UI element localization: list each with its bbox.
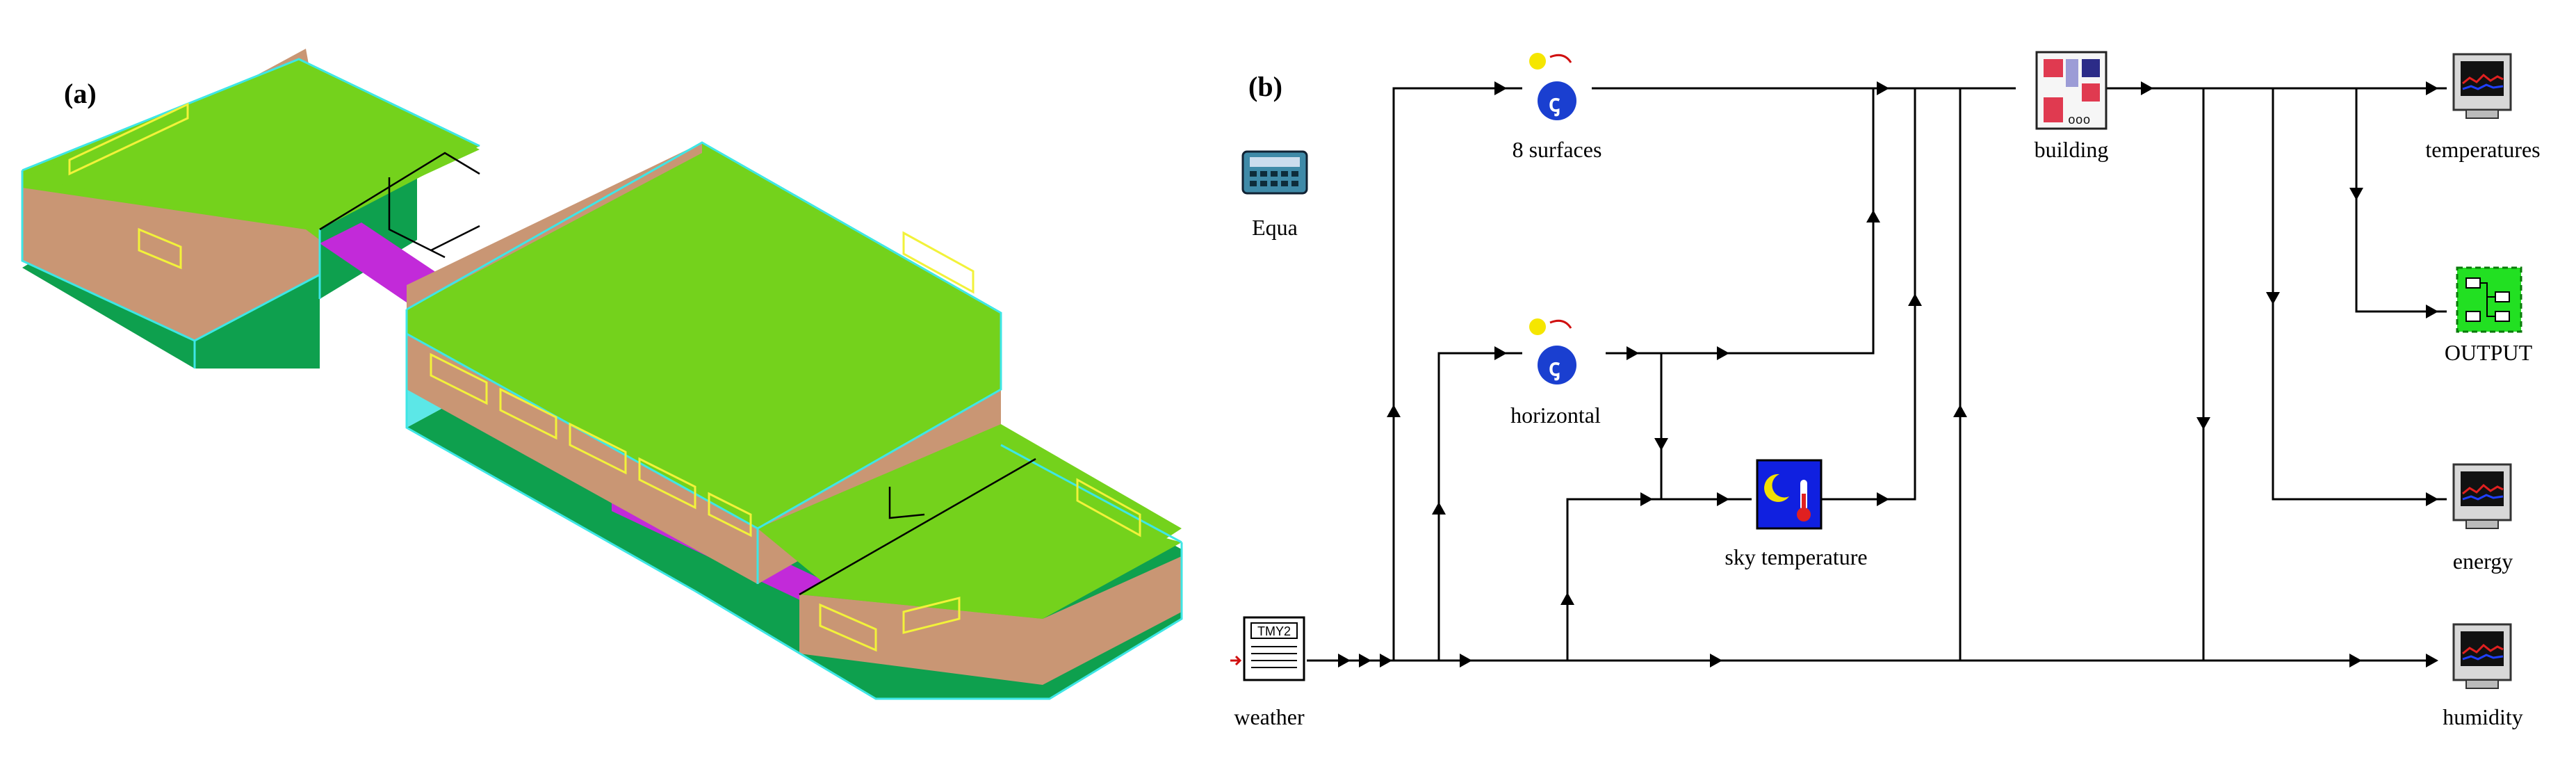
monitor-plot-icon [2452, 623, 2512, 689]
block-left-roof-top [22, 61, 480, 229]
monitor-plot-icon [2452, 53, 2512, 119]
block-right-roof-2 [799, 490, 1182, 619]
label-building: building [2035, 137, 2109, 162]
block-main-front-wall-tan [407, 334, 758, 584]
label-equa: Equa [1252, 215, 1298, 240]
wire-building-energy [2272, 88, 2447, 501]
block-main-roof [407, 143, 1001, 528]
weather-data-icon: TMY2 [1230, 616, 1305, 681]
label-temperatures: temperatures [2425, 137, 2540, 162]
label-humidity: humidity [2443, 704, 2523, 729]
wires [1307, 87, 2447, 662]
building-edges [21, 58, 1183, 700]
wire-horizontal-building [1606, 88, 1875, 355]
label-8-surfaces: 8 surfaces [1513, 137, 1602, 162]
building-floorplan-icon: ooo [2035, 51, 2108, 130]
component-8-surfaces[interactable]: ꞔ 8 surfaces [1513, 53, 1602, 162]
panel-a-label: (a) [64, 78, 97, 109]
component-building[interactable]: ooo building [2035, 51, 2109, 162]
wire-weather-horizontal [1437, 352, 1522, 661]
label-weather: weather [1234, 704, 1305, 729]
simulation-flow-diagram: (b) [1230, 51, 2541, 729]
moon-thermometer-icon [1756, 459, 1823, 530]
weather-icon-text: TMY2 [1257, 624, 1291, 638]
panel-b-label: (b) [1248, 71, 1282, 102]
radiation-processor-icon: ꞔ [1529, 318, 1576, 384]
output-network-icon [2456, 266, 2522, 333]
building-interior-lines [319, 152, 1036, 596]
component-energy[interactable]: energy [2452, 463, 2513, 574]
component-horizontal[interactable]: ꞔ horizontal [1510, 318, 1601, 428]
svg-text:ꞔ: ꞔ [1549, 355, 1560, 381]
label-sky-temperature: sky temperature [1725, 544, 1867, 569]
window-outlines [68, 102, 1141, 652]
svg-text:ooo: ooo [2068, 114, 2090, 128]
label-energy: energy [2453, 549, 2513, 574]
wire-arrows [1338, 81, 2438, 667]
component-equa[interactable]: Equa [1241, 150, 1308, 240]
wire-building-output [2355, 88, 2447, 313]
component-weather[interactable]: TMY2 weather [1230, 616, 1305, 729]
building-3d-model: (a) [21, 49, 1183, 700]
label-output: OUTPUT [2445, 340, 2533, 365]
calculator-icon [1241, 150, 1308, 195]
radiation-processor-icon: ꞔ [1529, 53, 1576, 120]
block-right-wall-tan [799, 556, 1182, 685]
monitor-plot-icon [2452, 463, 2512, 529]
wire-weather-8surfaces [1392, 87, 1522, 661]
component-output[interactable]: OUTPUT [2445, 266, 2533, 365]
component-temperatures[interactable]: temperatures [2425, 53, 2541, 162]
svg-text:ꞔ: ꞔ [1549, 90, 1560, 117]
component-sky-temperature[interactable]: sky temperature [1725, 459, 1868, 569]
component-humidity[interactable]: humidity [2443, 623, 2523, 729]
label-horizontal: horizontal [1510, 403, 1601, 428]
wire-sky-building [1821, 88, 1916, 501]
wire-weather-sky [1566, 498, 1752, 661]
